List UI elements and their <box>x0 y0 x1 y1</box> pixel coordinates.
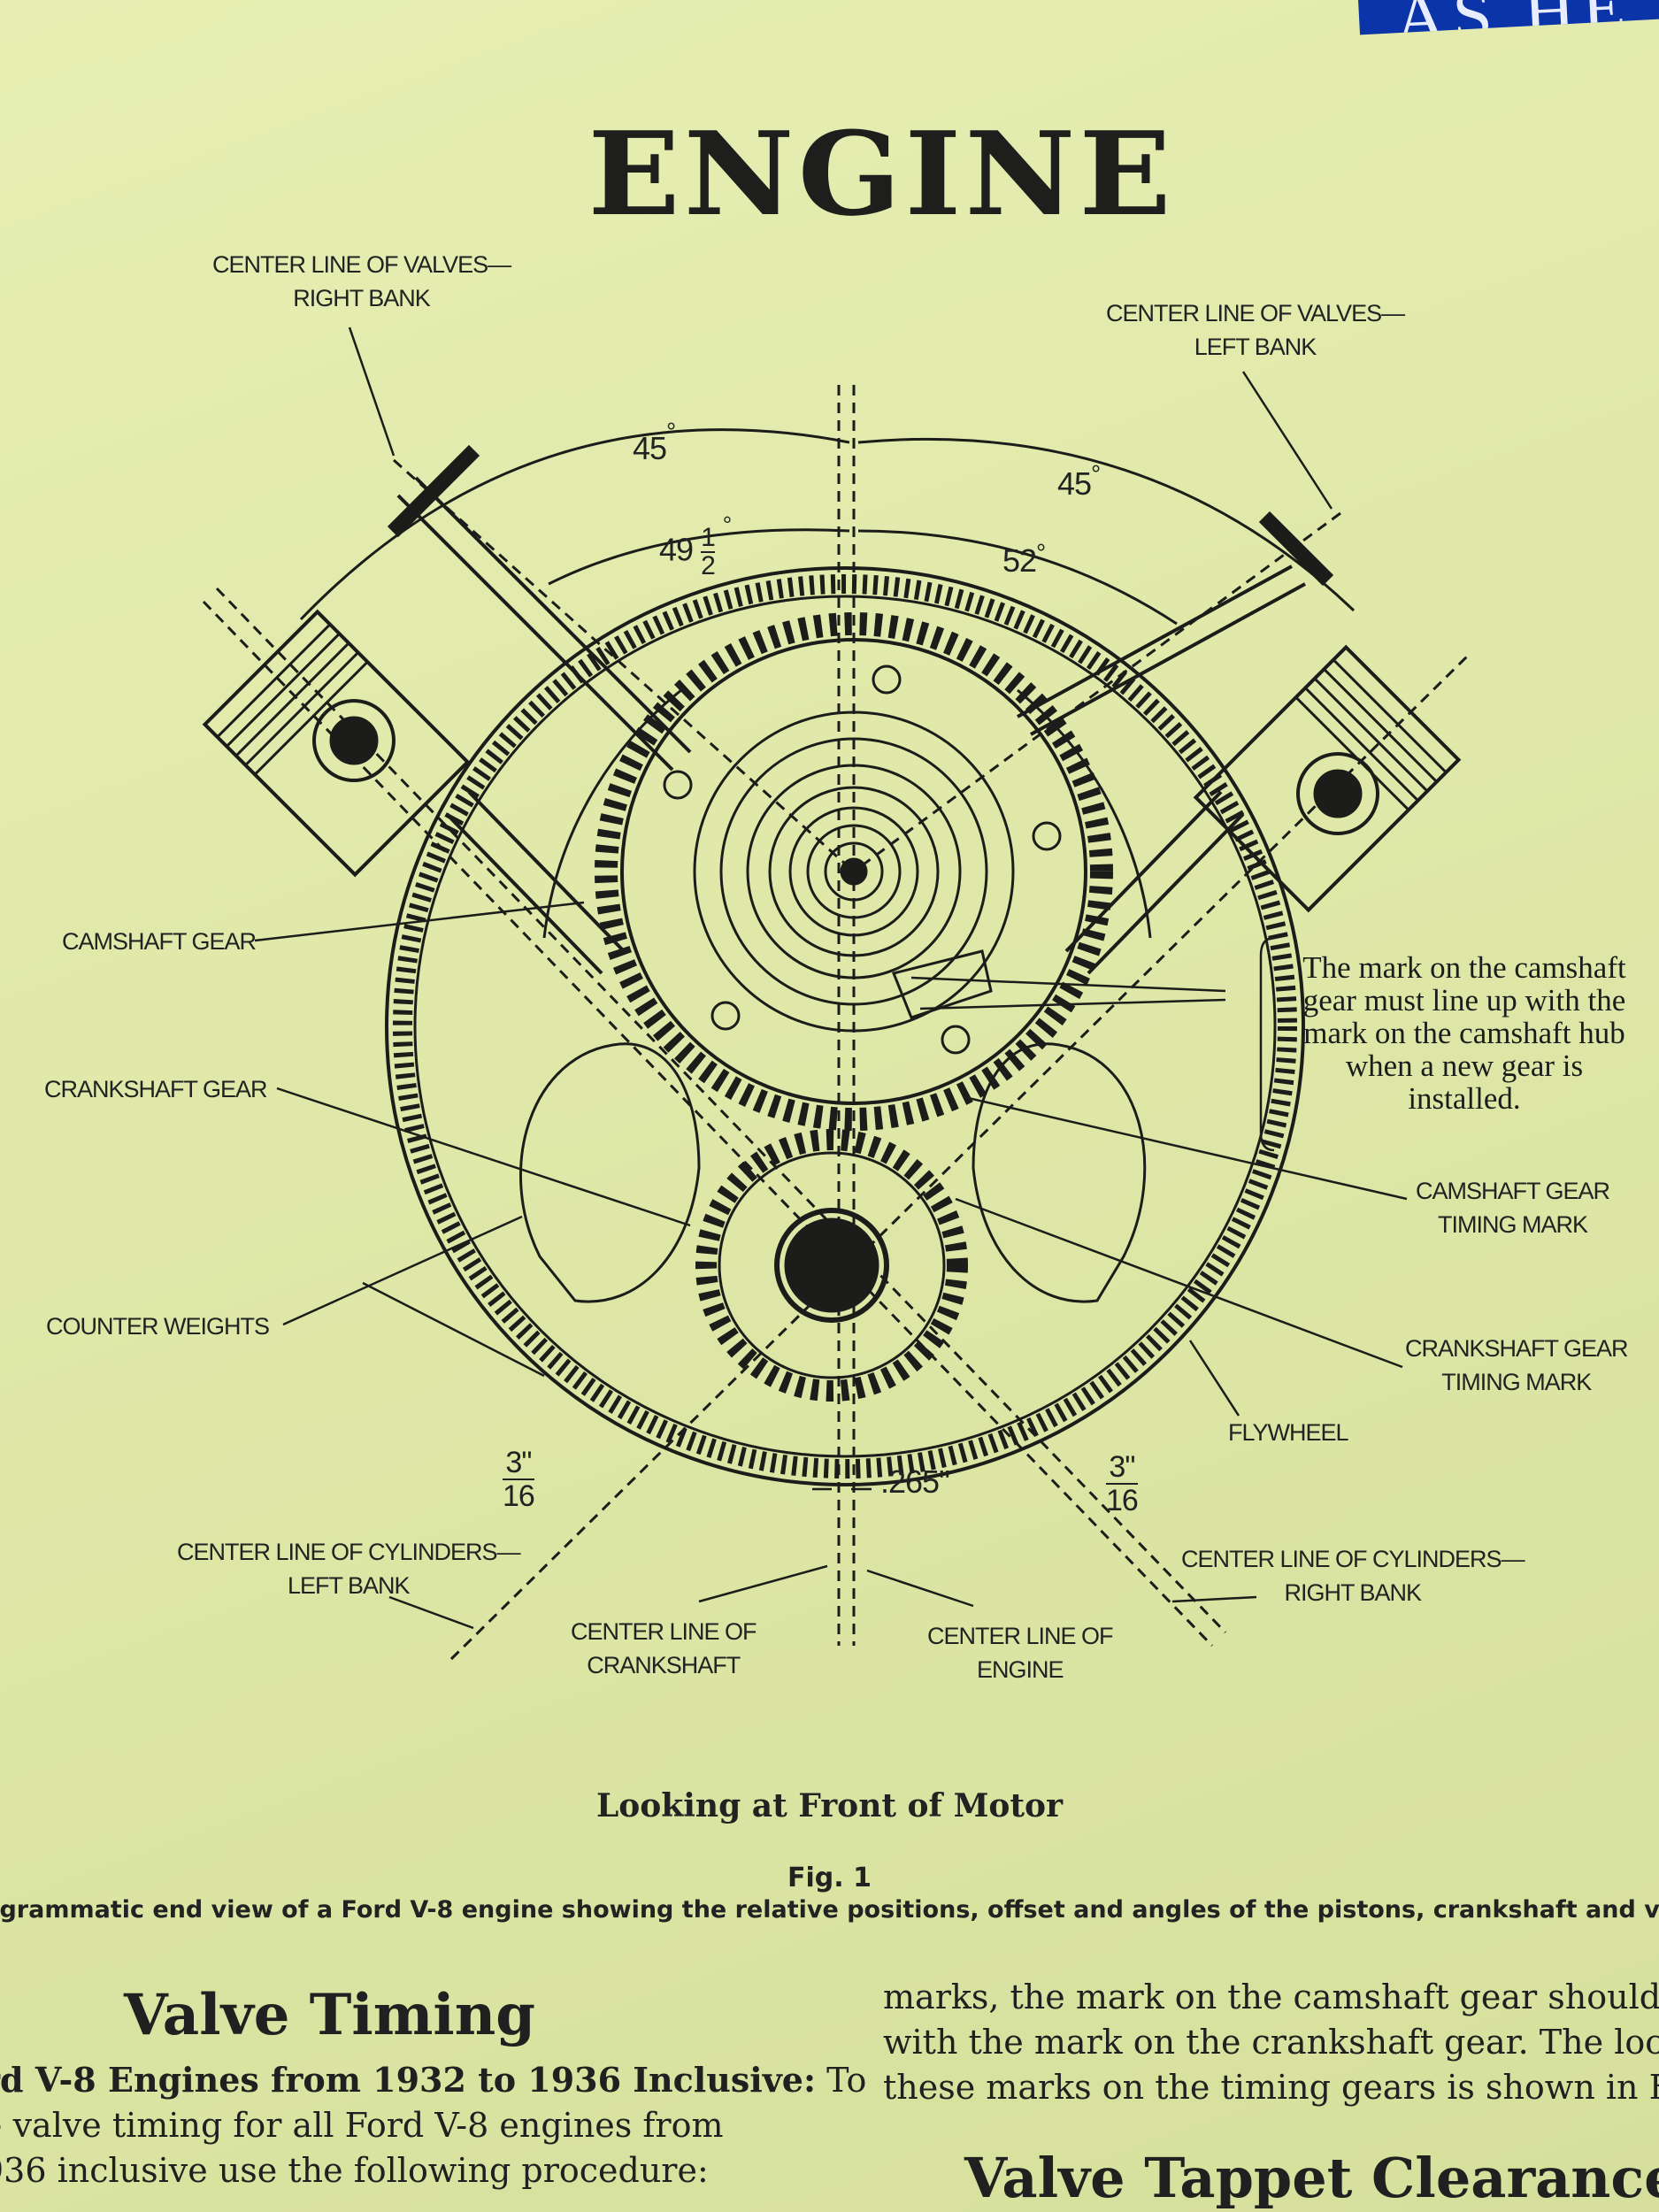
centerline-valves-left <box>853 511 1341 873</box>
heading-valve-timing: Valve Timing <box>124 1982 535 2048</box>
valve-left-bank <box>1017 565 1306 736</box>
arc-49-left <box>548 528 850 586</box>
arc-52-right <box>857 529 1178 626</box>
angle-49-half: 49 1 2 ° <box>659 511 732 580</box>
valve-timing-text: rd V-8 Engines from 1932 to 1936 Inclusi… <box>0 2060 867 2190</box>
flywheel-teeth <box>393 574 1297 1479</box>
angle-45-left: 45° <box>633 418 676 466</box>
angle-45-right: 45° <box>1057 460 1101 502</box>
label-camshaft-gear: CAMSHAFT GEAR <box>62 928 257 955</box>
arc-45-left <box>299 428 850 621</box>
piston-left <box>202 609 471 878</box>
diagram-caption: Looking at Front of Motor <box>595 1787 1064 1824</box>
timing-marks-text: marks, the mark on the camshaft gear sho… <box>883 1978 1659 2107</box>
flywheel-ring <box>385 566 1305 1486</box>
valve-right-bank <box>396 476 692 772</box>
camshaft-gear-teeth <box>595 612 1113 1131</box>
counter-weight-right <box>972 1042 1147 1303</box>
piston-right <box>1193 644 1462 913</box>
page-title: ENGINE <box>588 106 1175 242</box>
counter-weight-left <box>519 1042 701 1303</box>
label-counter-weights: COUNTER WEIGHTS <box>46 1313 270 1340</box>
figure-label: Fig. 1 <box>787 1863 872 1893</box>
crankshaft-gear-teeth <box>695 1129 968 1402</box>
offset-dimension: .265" <box>880 1463 950 1500</box>
label-crankshaft-gear: CRANKSHAFT GEAR <box>44 1076 268 1102</box>
arc-45-right <box>857 437 1356 612</box>
angle-52: 52° <box>1002 539 1046 579</box>
label-flywheel: FLYWHEEL <box>1228 1419 1349 1446</box>
heading-valve-tappet-clearance: Valve Tappet Clearance <box>964 2146 1659 2210</box>
crankshaft-hub <box>784 1217 879 1313</box>
dimension-left-fraction: 3"16 <box>503 1446 535 1513</box>
dimension-right-fraction: 3"16 <box>1106 1450 1139 1517</box>
centerline-valves-right <box>393 458 855 873</box>
label-cylinders-left-bank: CENTER LINE OF CYLINDERS—LEFT BANK <box>177 1539 521 1599</box>
label-valves-left-bank: CENTER LINE OF VALVES—LEFT BANK <box>1106 300 1405 360</box>
centerline-cylinders-left <box>449 653 1471 1661</box>
label-cylinders-right-bank: CENTER LINE OF CYLINDERS—RIGHT BANK <box>1181 1546 1525 1606</box>
figure-description: iagrammatic end view of a Ford V-8 engin… <box>0 1896 1659 1924</box>
label-valves-right-bank: CENTER LINE OF VALVES—RIGHT BANK <box>212 251 511 311</box>
